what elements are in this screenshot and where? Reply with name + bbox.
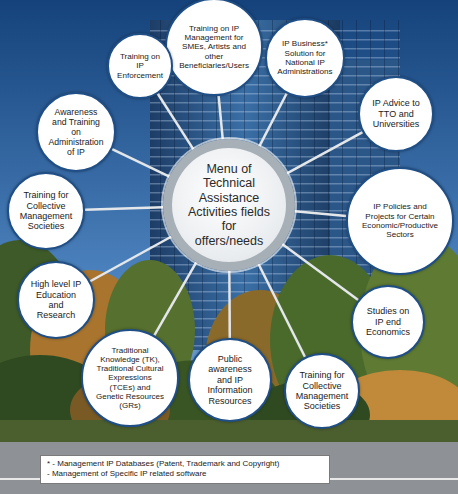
lawn — [0, 420, 458, 445]
spoke-line — [158, 94, 194, 150]
spoke-line — [112, 149, 169, 176]
spoke-line — [219, 96, 223, 140]
activity-label: IP Advice to TTO and Universities — [369, 98, 422, 129]
window-band — [150, 264, 400, 266]
spoke-line — [282, 244, 358, 300]
spoke-line — [228, 271, 231, 338]
spoke-line — [154, 262, 196, 335]
activity-label: Training on IP Management for SMEs, Arti… — [179, 24, 249, 70]
activity-circle: Public awareness and IP Information Reso… — [188, 338, 272, 422]
window-band — [150, 147, 400, 149]
activity-label: IP Policies and Projects for Certain Eco… — [362, 202, 439, 239]
activity-circle: High level IP Education and Research — [17, 261, 95, 339]
activity-label: IP Business* Solution for National IP Ad… — [277, 39, 333, 76]
spoke-line — [259, 264, 305, 357]
activity-label: Public awareness and IP Information Reso… — [200, 354, 259, 406]
activity-circle: Training on IP Management for SMEs, Arti… — [165, 0, 263, 96]
footnote-line: - Management of Specific IP related soft… — [47, 469, 323, 479]
activity-label: Training on IP Enforcement — [117, 52, 163, 80]
activity-label: Studies on IP end Economics — [362, 306, 414, 337]
road — [0, 442, 458, 494]
activity-label: High level IP Education and Research — [29, 279, 84, 320]
spoke-line — [287, 132, 363, 173]
activity-label: Awareness and Training on Administration… — [48, 107, 104, 157]
activity-circle: IP Advice to TTO and Universities — [358, 76, 434, 152]
activity-label: Training for Collective Management Socie… — [19, 190, 74, 231]
footnote-line: * - Management IP Databases (Patent, Tra… — [47, 459, 323, 469]
activity-circle: IP Policies and Projects for Certain Eco… — [346, 167, 454, 275]
spoke-line — [259, 94, 286, 147]
activity-label: Training for Collective Management Socie… — [295, 370, 348, 411]
spoke-line — [295, 211, 347, 216]
spoke-line — [85, 207, 163, 210]
activity-circle: Training for Collective Management Socie… — [284, 353, 360, 429]
hub-circle: Menu of Technical Assistance Activities … — [163, 139, 295, 271]
hub-title: Menu of Technical Assistance Activities … — [187, 162, 271, 248]
activity-circle: Training on IP Enforcement — [107, 33, 173, 99]
activity-circle: Training for Collective Management Socie… — [7, 172, 85, 250]
activity-circle: Studies on IP end Economics — [351, 285, 425, 359]
activity-circle: Awareness and Training on Administration… — [36, 92, 116, 172]
activity-circle: Traditional Knowledge (TK), Traditional … — [81, 329, 179, 427]
spoke-line — [90, 237, 171, 281]
footnote-box: * - Management IP Databases (Patent, Tra… — [40, 455, 330, 484]
activity-label: Traditional Knowledge (TK), Traditional … — [95, 346, 165, 410]
activity-circle: IP Business* Solution for National IP Ad… — [265, 18, 345, 98]
